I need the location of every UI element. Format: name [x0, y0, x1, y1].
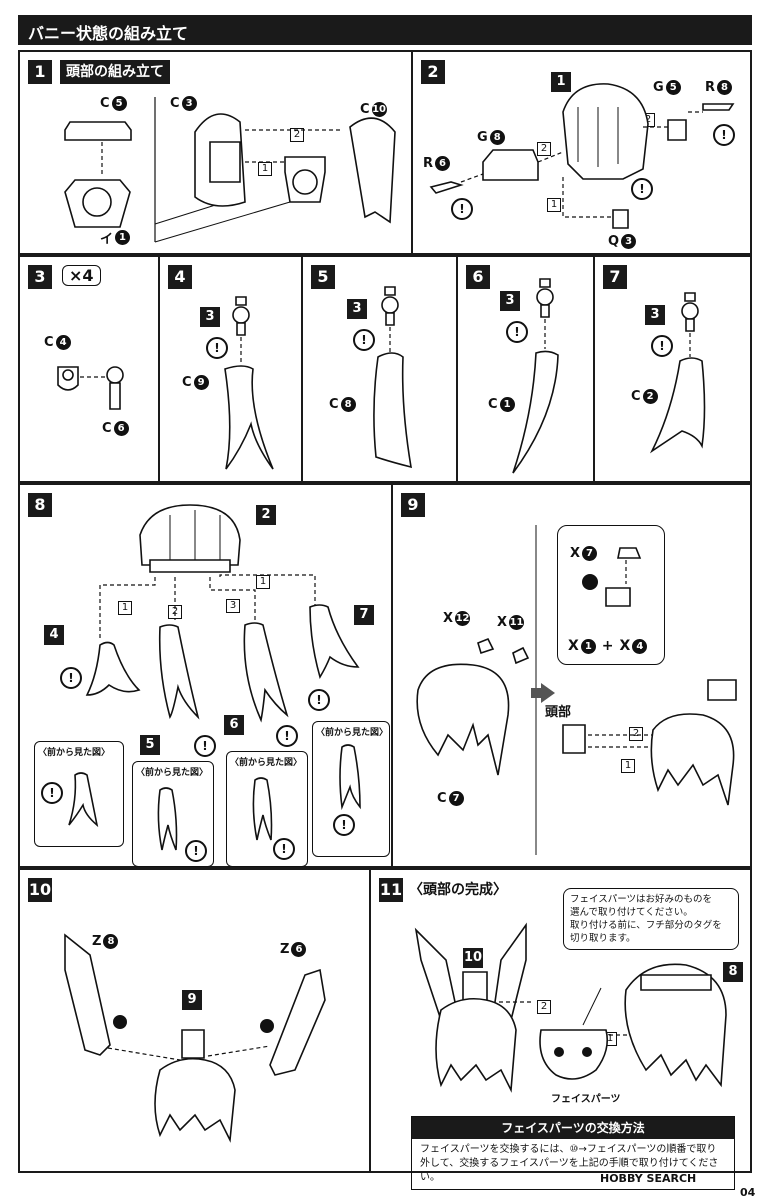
step-marker-1: 1: [258, 156, 272, 176]
step-2-illustration: [429, 83, 735, 229]
exchange-box-title: フェイスパーツの交換方法: [412, 1117, 734, 1139]
step-9-illustration: [416, 525, 737, 855]
step-8-panel: 8 2 4 5 6 7 1 2 3 1 ! ! ! ! 〈前から見た図〉! 〈前…: [18, 483, 393, 868]
step-10-illustration: [64, 933, 326, 1143]
step-number: 1: [28, 60, 52, 84]
step-number: 7: [603, 265, 627, 289]
face-parts-exchange-box: フェイスパーツの交換方法 フェイスパーツを交換するには、⑩→フェイスパーツの順番…: [411, 1116, 735, 1190]
step-number: 8: [28, 493, 52, 517]
step-1-illustration: [64, 97, 396, 243]
step-3-illustration: [57, 366, 124, 410]
warning-icon: !: [651, 335, 673, 357]
warning-icon: !: [308, 689, 330, 711]
part-badge-8: 8: [723, 962, 743, 982]
step-number: 3: [28, 265, 52, 289]
quantity-badge: ×4: [62, 265, 101, 286]
step-4-illustration: [224, 296, 274, 470]
step-number: 10: [28, 878, 52, 902]
part-badge-3: 3: [347, 299, 367, 319]
part-badge-7: 7: [354, 605, 374, 625]
warning-icon: !: [206, 337, 228, 359]
step-2-panel: 2 1 G5 R8 G8 R6 Q3 ! ! ! 2 2 1: [411, 50, 752, 255]
head-label: 頭部: [545, 705, 572, 720]
step-11-panel: 11 〈頭部の完成〉 10 8 フェイスパーツはお好みのものを 選んで取り付けて…: [369, 868, 752, 1190]
part-badge-3: 3: [200, 307, 220, 327]
part-badge-2: 2: [256, 505, 276, 525]
warning-icon: !: [631, 178, 653, 200]
warning-icon: !: [276, 725, 298, 747]
face-parts-label: フェイスパーツ: [551, 1094, 621, 1105]
step-number: 5: [311, 265, 335, 289]
part-badge-4: 4: [44, 625, 64, 645]
step-number: 4: [168, 265, 192, 289]
warning-icon: !: [60, 667, 82, 689]
part-badge-3: 3: [645, 305, 665, 325]
step-title: 〈頭部の完成〉: [409, 882, 507, 898]
watermark-footer: HOBBY SEARCH 04: [600, 1172, 755, 1199]
step-number: 2: [421, 60, 445, 84]
exchange-box-text: フェイスパーツを交換するには、⑩→フェイスパーツの順番で取り 外して、交換するフ…: [420, 1144, 719, 1183]
part-badge-9: 9: [182, 990, 202, 1010]
part-badge-6: 6: [224, 715, 244, 735]
warning-icon: !: [451, 198, 473, 220]
step-number: 9: [401, 493, 425, 517]
page-title-bar: バニー状態の組み立て: [18, 15, 752, 45]
warning-icon: !: [506, 321, 528, 343]
warning-icon: !: [194, 735, 216, 757]
face-parts-note: フェイスパーツはお好みのものを 選んで取り付けてください。 取り付ける前に、フチ…: [563, 888, 739, 950]
step-5-illustration: [373, 286, 412, 469]
step-11-illustration: [414, 922, 727, 1093]
part-badge-10: 10: [463, 948, 483, 968]
warning-icon: !: [713, 124, 735, 146]
part-badge-1: 1: [551, 72, 571, 92]
page-number: 04: [740, 1186, 756, 1199]
step-7-illustration: [649, 292, 706, 454]
step-number: 11: [379, 878, 403, 902]
step-8-illustration: [68, 504, 361, 851]
page-title: バニー状態の組み立て: [28, 24, 189, 43]
warning-icon: !: [353, 329, 375, 351]
watermark: HOBBY SEARCH: [600, 1172, 697, 1185]
part-badge-3: 3: [500, 291, 520, 311]
step-number: 6: [466, 265, 490, 289]
part-badge-5: 5: [140, 735, 160, 755]
step-title: 頭部の組み立て: [60, 60, 170, 84]
step-marker-2: 2: [290, 122, 304, 142]
front-view-box: 〈前から見た図〉!: [226, 751, 308, 867]
step-6-illustration: [512, 278, 559, 474]
